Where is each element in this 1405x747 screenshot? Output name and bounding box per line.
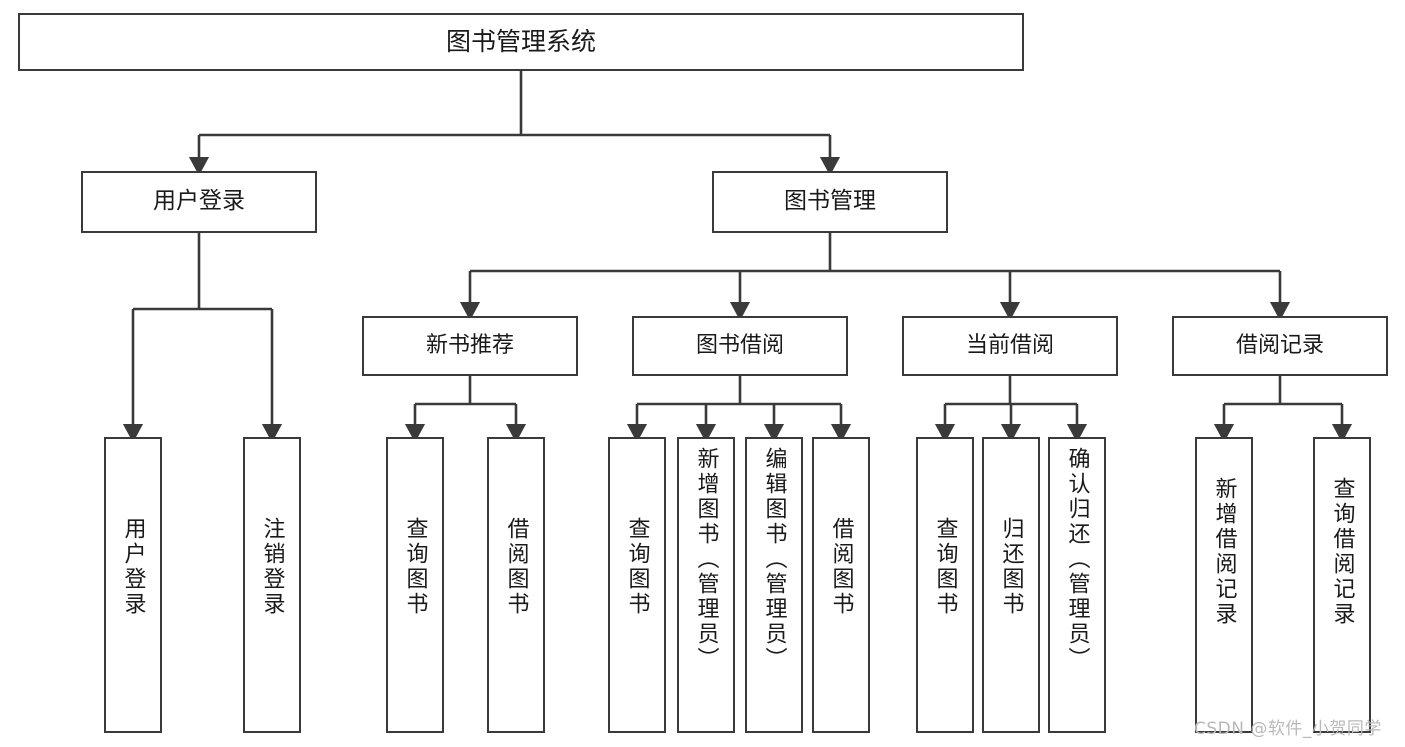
node-leaf-confirm-return[interactable]: 确认归还（管理员） [1048,437,1106,733]
node-book-manage-label: 图书管理 [784,188,876,215]
node-leaf-logout[interactable]: 注销登录 [243,437,301,733]
node-leaf-add-record[interactable]: 新增借阅记录 [1195,437,1253,733]
node-leaf-query-record-label: 查询借阅记录 [1329,477,1355,627]
node-book-borrow[interactable]: 图书借阅 [632,316,848,376]
node-leaf-borrow-book-1-label: 借阅图书 [503,517,529,617]
node-book-borrow-label: 图书借阅 [695,333,784,359]
node-borrow-record[interactable]: 借阅记录 [1172,316,1388,376]
node-leaf-add-book-label: 新增图书（管理员） [693,447,719,672]
node-leaf-query-record[interactable]: 查询借阅记录 [1313,437,1371,733]
node-root-label: 图书管理系统 [445,27,596,57]
node-leaf-borrow-book-2-label: 借阅图书 [828,517,854,617]
node-leaf-confirm-return-label: 确认归还（管理员） [1064,447,1090,672]
node-current-borrow-label: 当前借阅 [965,333,1054,359]
node-leaf-borrow-book-1[interactable]: 借阅图书 [487,437,545,733]
node-user-login[interactable]: 用户登录 [81,171,317,233]
node-new-book-rec-label: 新书推荐 [425,333,514,359]
node-leaf-user-login-label: 用户登录 [120,517,146,617]
node-user-login-label: 用户登录 [153,188,245,215]
node-leaf-query-book-2-label: 查询图书 [624,517,650,617]
node-leaf-edit-book[interactable]: 编辑图书（管理员） [745,437,803,733]
node-leaf-add-record-label: 新增借阅记录 [1211,477,1237,627]
node-leaf-query-book-1[interactable]: 查询图书 [386,437,444,733]
node-current-borrow[interactable]: 当前借阅 [902,316,1118,376]
node-borrow-record-label: 借阅记录 [1235,333,1324,359]
node-leaf-query-book-3[interactable]: 查询图书 [916,437,974,733]
node-leaf-add-book[interactable]: 新增图书（管理员） [677,437,735,733]
node-new-book-rec[interactable]: 新书推荐 [362,316,578,376]
node-leaf-edit-book-label: 编辑图书（管理员） [761,447,787,672]
node-leaf-query-book-3-label: 查询图书 [932,517,958,617]
node-leaf-return-book-label: 归还图书 [998,517,1024,617]
node-leaf-return-book[interactable]: 归还图书 [982,437,1040,733]
node-root[interactable]: 图书管理系统 [18,13,1024,71]
node-leaf-borrow-book-2[interactable]: 借阅图书 [812,437,870,733]
node-leaf-query-book-2[interactable]: 查询图书 [608,437,666,733]
node-leaf-query-book-1-label: 查询图书 [402,517,428,617]
node-book-manage[interactable]: 图书管理 [712,171,948,233]
node-leaf-logout-label: 注销登录 [259,517,285,617]
node-leaf-user-login[interactable]: 用户登录 [104,437,162,733]
